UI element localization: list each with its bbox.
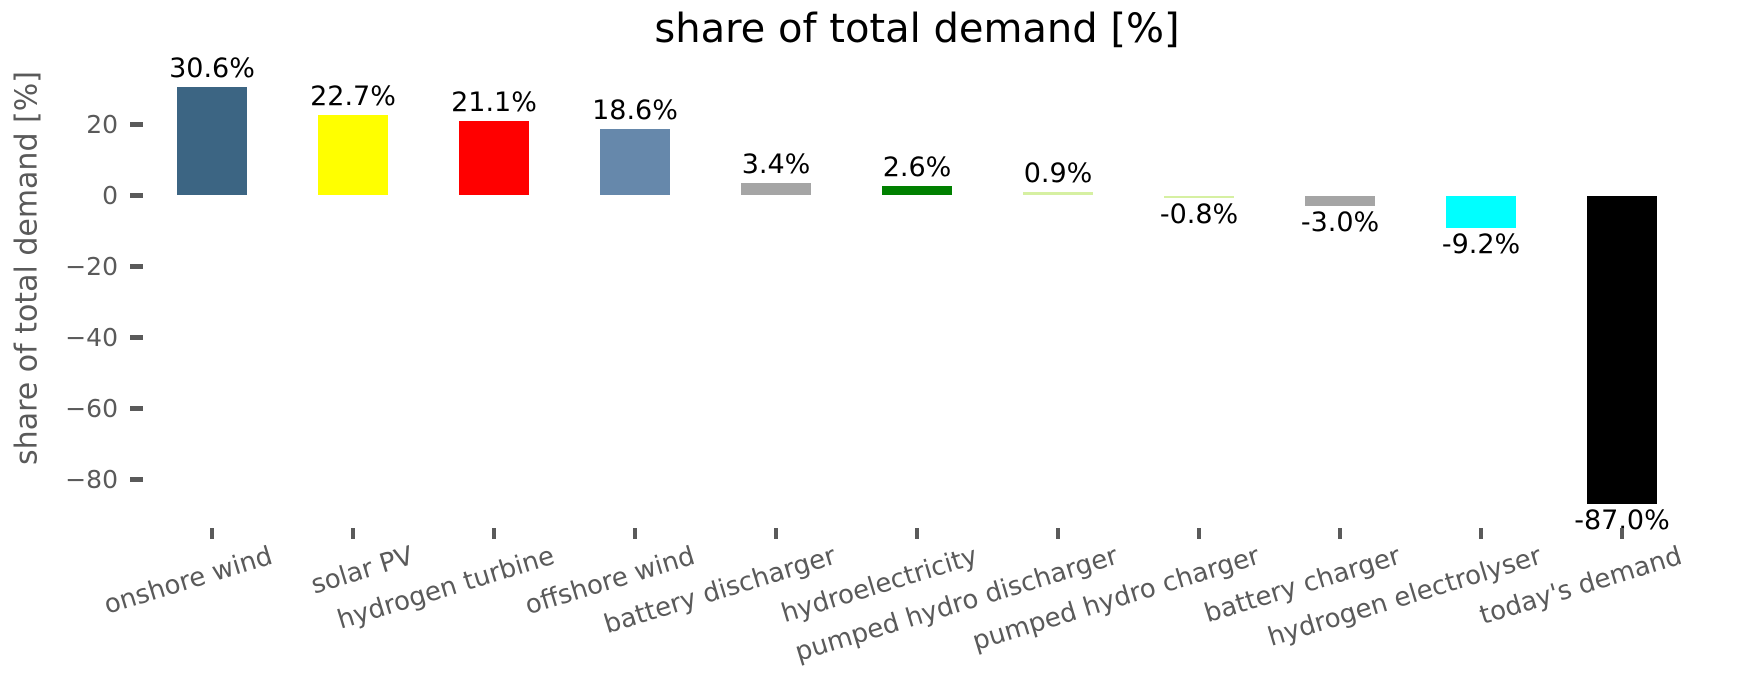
y-tick-label: −80 [65,464,118,494]
bar-pumped-hydro-discharger [1023,192,1093,196]
x-tick-mark [1338,528,1342,539]
x-tick-mark [1479,528,1483,539]
y-axis-label: share of total demand [%] [9,71,45,465]
bar-value-label-pumped-hydro-discharger: 0.9% [1023,158,1093,190]
y-tick-mark [130,122,143,127]
bar-today-s-demand [1587,195,1657,505]
bar-battery-charger [1305,195,1375,207]
x-tick-mark [351,528,355,539]
bar-value-label-solar-pv: 22.7% [310,80,396,112]
y-tick-label: 20 [86,109,118,139]
bar-onshore-wind [177,86,247,196]
y-tick-label: −60 [65,393,118,423]
x-tick-mark [492,528,496,539]
bar-hydroelectricity [882,186,952,196]
y-tick-mark [130,264,143,269]
y-tick-label: −20 [65,251,118,281]
x-tick-mark [1056,528,1060,539]
x-tick-mark [915,528,919,539]
x-tick-mark [1197,528,1201,539]
bar-value-label-hydrogen-turbine: 21.1% [451,86,537,118]
y-tick-label: −40 [65,322,118,352]
x-tick-mark [1620,528,1624,539]
y-tick-mark [130,477,143,482]
y-tick-label: 0 [102,180,118,210]
x-tick-mark [210,528,214,539]
bar-value-label-hydroelectricity: 2.6% [882,152,952,184]
x-tick-label-battery-discharger: battery discharger [600,541,840,641]
bar-hydrogen-electrolyser [1446,195,1516,229]
x-tick-mark [633,528,637,539]
bar-value-label-hydrogen-electrolyser: -9.2% [1441,229,1521,261]
bar-value-label-battery-discharger: 3.4% [741,149,811,181]
bar-pumped-hydro-charger [1164,195,1234,199]
bar-offshore-wind [600,129,670,196]
x-tick-mark [774,528,778,539]
chart-title: share of total demand [%] [654,6,1180,52]
y-tick-mark [130,406,143,411]
bar-value-label-onshore-wind: 30.6% [169,52,255,84]
bar-value-label-offshore-wind: 18.6% [592,95,678,127]
bar-value-label-battery-charger: -3.0% [1300,207,1380,239]
bar-hydrogen-turbine [459,120,529,196]
bar-solar-pv [318,114,388,196]
bar-value-label-pumped-hydro-charger: -0.8% [1159,199,1239,231]
y-tick-mark [130,335,143,340]
x-tick-label-onshore-wind: onshore wind [100,541,276,621]
y-tick-mark [130,193,143,198]
bar-battery-discharger [741,183,811,196]
